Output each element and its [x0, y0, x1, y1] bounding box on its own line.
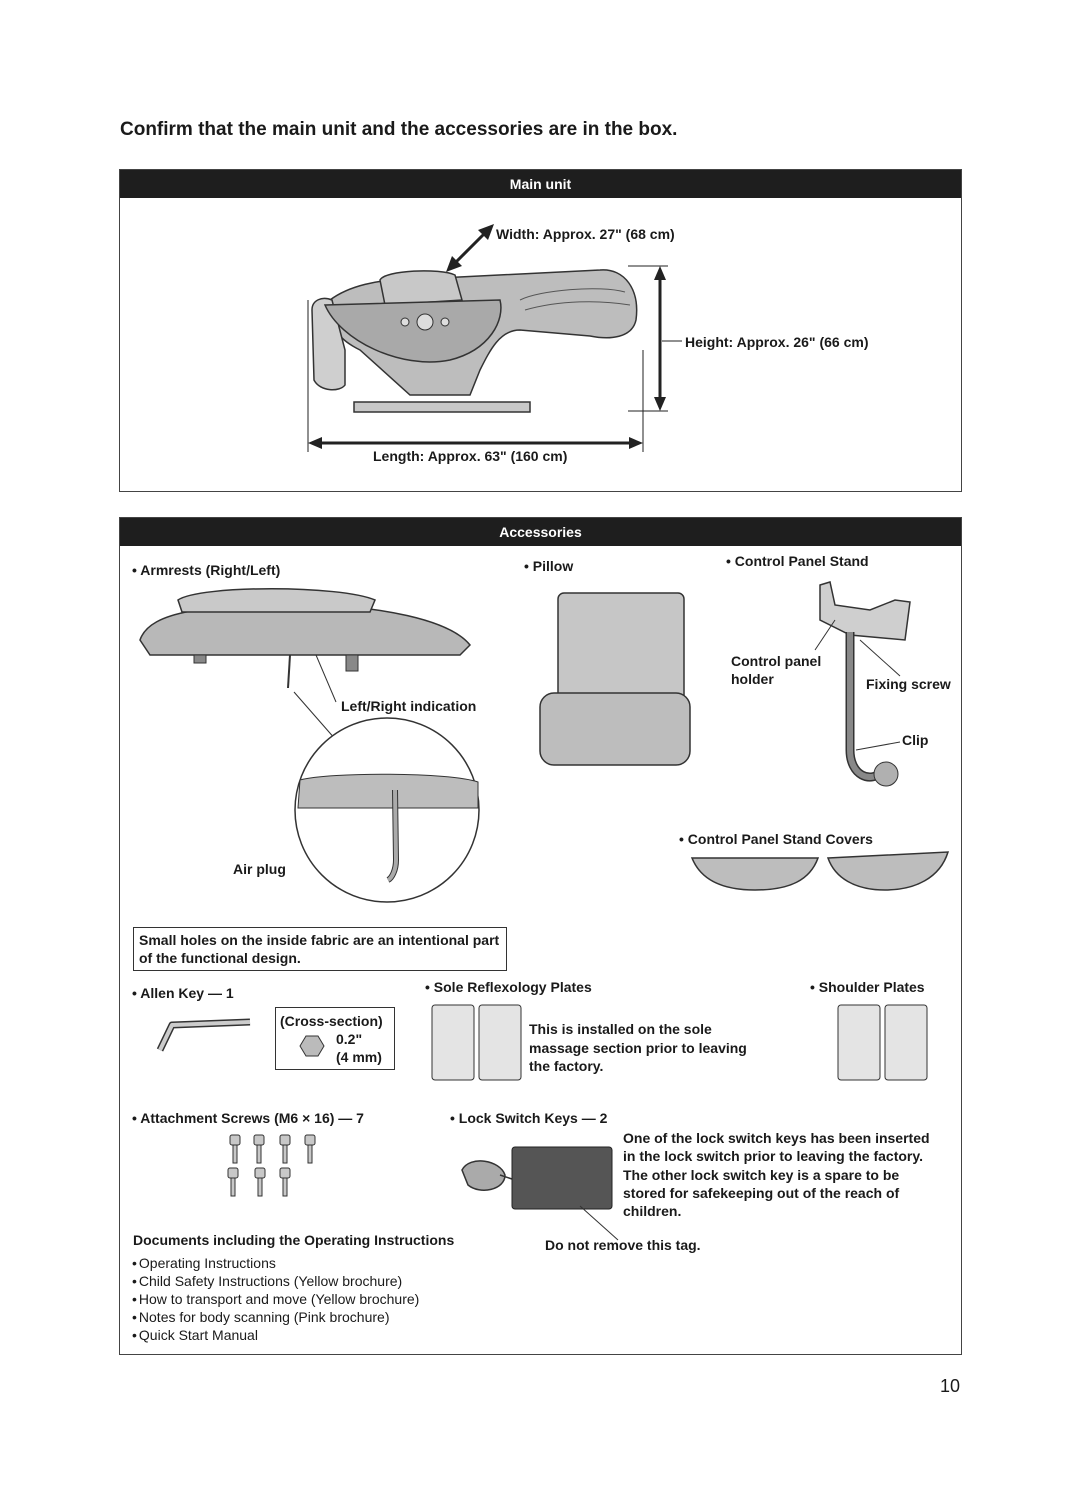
do-not-remove-label: Do not remove this tag. [545, 1237, 701, 1253]
page-number: 10 [939, 1376, 960, 1396]
control-panel-stand-label: • Control Panel Stand [726, 553, 869, 569]
list-item: Operating Instructions [132, 1254, 419, 1272]
armrests-label: • Armrests (Right/Left) [132, 562, 281, 578]
control-panel-holder-label: Control panel holder [731, 653, 822, 687]
list-item: Child Safety Instructions (Yellow brochu… [132, 1272, 419, 1290]
lock-note: One of the lock switch keys has been ins… [623, 1130, 930, 1220]
clip-label: Clip [902, 732, 929, 748]
fixing-screw-label: Fixing screw [866, 676, 951, 692]
list-item: Quick Start Manual [132, 1326, 419, 1344]
cross-section-box [275, 1007, 395, 1070]
height-label: Height: Approx. 26" (66 cm) [685, 334, 869, 350]
air-plug-label: Air plug [233, 861, 286, 877]
cross-section-mm: (4 mm) [336, 1049, 382, 1065]
documents-list: Operating Instructions Child Safety Inst… [132, 1254, 419, 1344]
main-unit-header: Main unit [120, 170, 961, 198]
allen-key-label: • Allen Key — 1 [132, 985, 234, 1001]
list-item: Notes for body scanning (Pink brochure) [132, 1308, 419, 1326]
width-label: Width: Approx. 27" (68 cm) [496, 226, 675, 242]
lock-switch-keys-label: • Lock Switch Keys — 2 [450, 1110, 608, 1126]
sole-note: This is installed on the sole massage se… [529, 1021, 747, 1074]
accessories-header: Accessories [120, 518, 961, 546]
cross-section-label: (Cross-section) [280, 1013, 383, 1029]
documents-heading: Documents including the Operating Instru… [133, 1232, 455, 1248]
holes-note: Small holes on the inside fabric are an … [133, 927, 507, 971]
accessories-section: Accessories [119, 517, 962, 1355]
attachment-screws-label: • Attachment Screws (M6 × 16) — 7 [132, 1110, 364, 1126]
control-panel-stand-covers-label: • Control Panel Stand Covers [679, 831, 873, 847]
sole-plates-label: • Sole Reflexology Plates [425, 979, 592, 995]
cross-section-inch: 0.2" [336, 1031, 363, 1047]
length-label: Length: Approx. 63" (160 cm) [373, 448, 568, 464]
page-title: Confirm that the main unit and the acces… [120, 119, 678, 140]
massage-chair-illustration [307, 224, 682, 452]
pillow-label: • Pillow [524, 558, 574, 574]
left-right-indication-label: Left/Right indication [341, 698, 477, 714]
shoulder-plates-label: • Shoulder Plates [810, 979, 925, 995]
list-item: How to transport and move (Yellow brochu… [132, 1290, 419, 1308]
